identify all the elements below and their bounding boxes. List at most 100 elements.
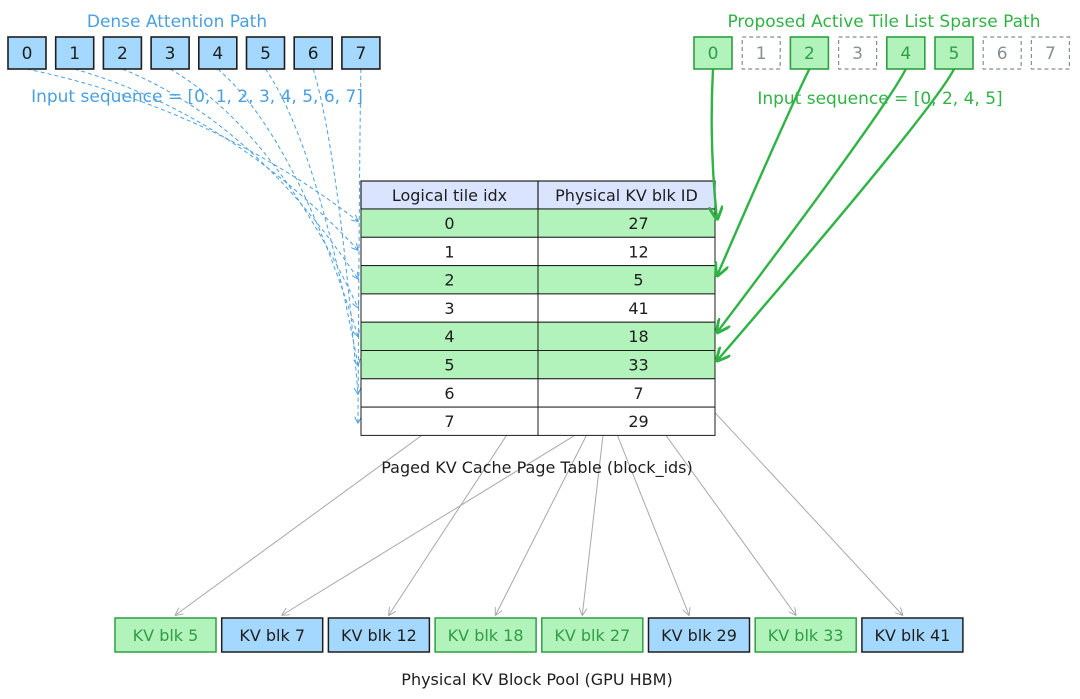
logical-tile-idx: 1: [444, 242, 454, 261]
tile-rows: 0 1 2 3 4 5 6 7 0 1 2 3 4 5 6 7: [7, 36, 1071, 70]
dense-tile: 5: [245, 36, 286, 70]
sparse-tile-label: 0: [708, 44, 719, 64]
dense-tile: 0: [7, 36, 47, 70]
sparse-arrow: [717, 68, 907, 332]
sparse-tile-box: [982, 36, 1022, 70]
sparse-tile-label: 1: [756, 44, 767, 64]
dense-arrow: [217, 68, 358, 336]
kv-block-label: KV blk 18: [448, 626, 524, 645]
sparse-tile-label: 4: [900, 44, 911, 64]
kv-block-pool: KV blk 5 KV blk 7 KV blk 12 KV blk 18 KV blk…: [114, 617, 964, 653]
table-row: 5 33: [360, 350, 716, 380]
kv-block-label: KV blk 27: [554, 626, 630, 645]
sparse-tile-active: 2: [789, 36, 830, 70]
pool-arrow: [612, 424, 689, 615]
kv-block: KV blk 41: [861, 617, 964, 653]
dense-tile-box: [7, 36, 47, 70]
sparse-tile-box: [837, 36, 878, 70]
kv-block-label: KV blk 41: [874, 626, 950, 645]
kv-block: KV blk 5: [114, 617, 217, 653]
logical-tile-idx: 0: [444, 214, 454, 233]
sparse-tile-box: [693, 36, 733, 70]
sparse-tile-inactive: 3: [837, 36, 878, 70]
dense-tile: 7: [341, 36, 381, 70]
logical-tile-idx: 6: [444, 384, 454, 403]
dense-tile-label: 0: [22, 44, 33, 64]
dense-arrows: [26, 68, 361, 423]
kv-block-box: [541, 617, 644, 653]
sparse-tile-label: 3: [852, 44, 863, 64]
kv-block-label: KV blk 12: [341, 626, 417, 645]
dense-arrow: [358, 68, 361, 423]
dense-tile: 2: [102, 36, 143, 70]
physical-kv-blk-id: 12: [628, 242, 648, 261]
kv-block-label: KV blk 33: [768, 626, 844, 645]
kv-block-box: [647, 617, 751, 653]
dense-tile-box: [245, 36, 286, 70]
sparse-sequence-label: Input sequence = [0, 2, 4, 5]: [757, 89, 1002, 109]
physical-kv-blk-id: 18: [628, 327, 648, 346]
dense-tile-box: [341, 36, 381, 70]
dense-tile-label: 2: [117, 44, 128, 64]
kv-block: KV blk 29: [647, 617, 751, 653]
physical-kv-blk-id: 27: [628, 214, 648, 233]
dense-tile-label: 1: [69, 44, 80, 64]
dense-path-title: Dense Attention Path: [87, 12, 267, 32]
sparse-tile-box: [934, 36, 974, 70]
logical-tile-idx: 5: [444, 356, 454, 375]
kv-block: KV blk 7: [220, 617, 324, 653]
sparse-tile-label: 7: [1045, 44, 1056, 64]
dense-tile-box: [150, 36, 190, 70]
sparse-tile-active: 5: [934, 36, 974, 70]
sparse-tile-inactive: 6: [982, 36, 1022, 70]
dense-arrow: [122, 68, 358, 279]
kv-block-box: [327, 617, 431, 653]
sparse-arrow: [717, 68, 811, 276]
dense-arrow: [312, 68, 358, 394]
logical-tile-idx: 4: [444, 327, 454, 346]
dense-tile-label: 7: [355, 44, 366, 64]
sparse-tile-active: 0: [693, 36, 733, 70]
kv-block-box: [861, 617, 964, 653]
kv-block: KV blk 18: [434, 617, 537, 653]
kv-block-label: KV blk 5: [133, 626, 199, 645]
dense-tile: 3: [150, 36, 190, 70]
sparse-tile-active: 4: [885, 36, 926, 70]
kv-block-label: KV blk 29: [661, 626, 737, 645]
sparse-tile-box: [789, 36, 830, 70]
dense-tile-label: 3: [165, 44, 176, 64]
logical-tile-idx: 2: [444, 271, 454, 290]
physical-kv-blk-id: 7: [633, 384, 643, 403]
dense-tile: 6: [293, 36, 334, 70]
column-header-physical: Physical KV blk ID: [555, 186, 698, 205]
dense-arrow: [74, 68, 358, 250]
dense-tile-label: 4: [212, 44, 223, 64]
dense-tile: 1: [54, 36, 95, 70]
sparse-tile-label: 6: [997, 44, 1008, 64]
logical-tile-idx: 7: [444, 412, 454, 431]
dense-sequence-label: Input sequence = [0, 1, 2, 3, 4, 5, 6, 7…: [31, 87, 363, 107]
sparse-arrow: [712, 68, 717, 219]
dense-tile-label: 5: [260, 44, 271, 64]
dense-arrow: [265, 68, 359, 365]
physical-kv-blk-id: 5: [633, 271, 643, 290]
dense-tile-box: [54, 36, 95, 70]
sparse-arrow: [717, 68, 956, 361]
dense-arrow: [169, 68, 358, 308]
kv-block-box: [754, 617, 857, 653]
sparse-arrows: [712, 68, 956, 361]
kv-block: KV blk 27: [541, 617, 644, 653]
dense-tile-box: [102, 36, 143, 70]
kv-pool-caption: Physical KV Block Pool (GPU HBM): [401, 670, 672, 689]
table-row: 0 27: [360, 208, 716, 238]
sparse-tile-inactive: 7: [1030, 36, 1071, 70]
kv-block-box: [434, 617, 537, 653]
dense-tile-box: [198, 36, 238, 70]
table-row: 1 12: [360, 236, 716, 267]
physical-kv-blk-id: 33: [628, 356, 648, 375]
